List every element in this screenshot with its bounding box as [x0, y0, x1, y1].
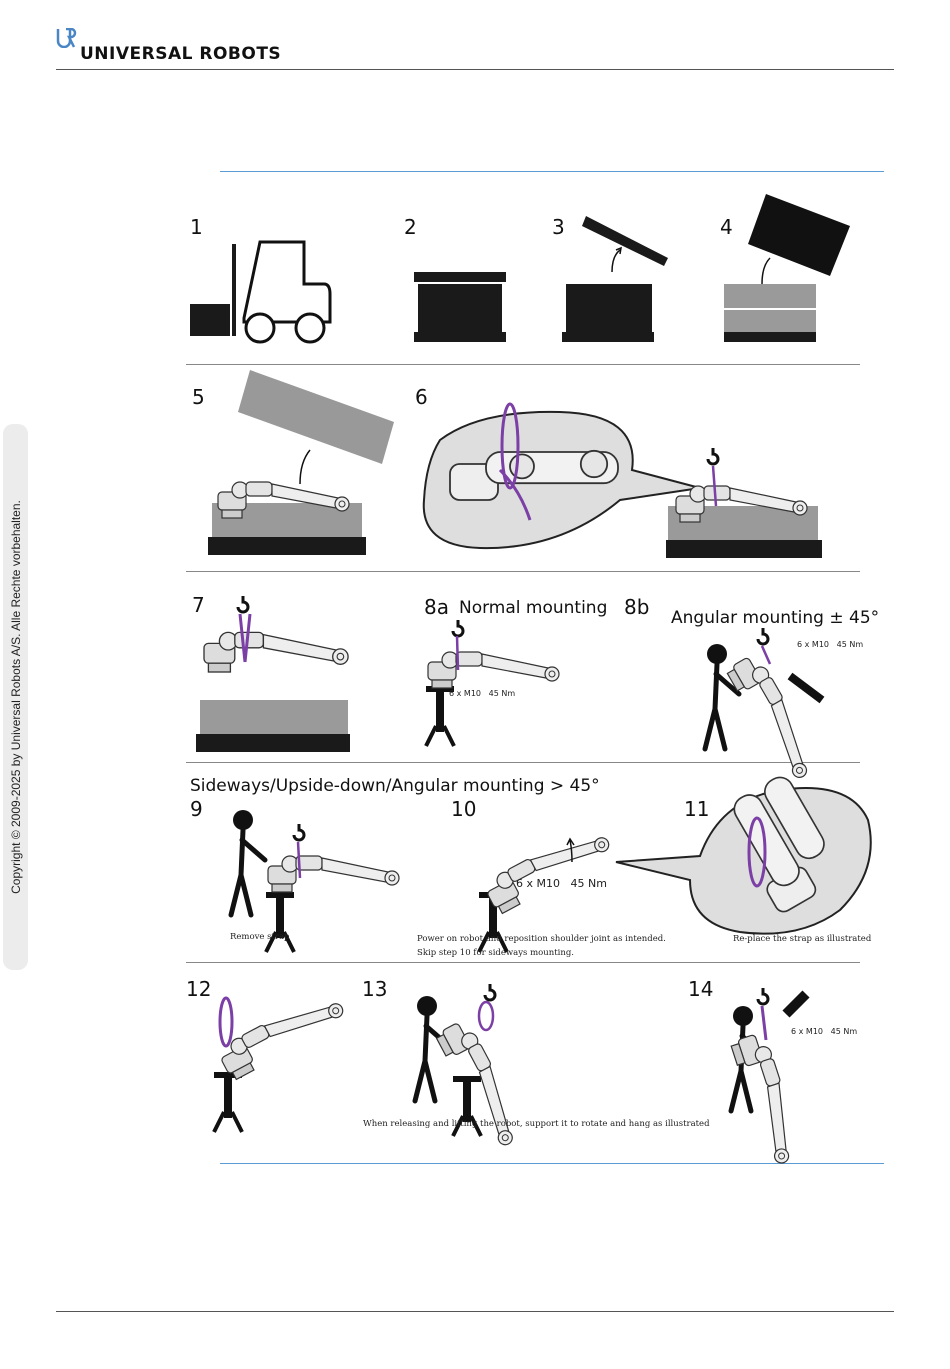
- replace-strap-caption: Re-place the strap as illustrated: [733, 934, 872, 944]
- step-5-number: 5: [192, 385, 205, 409]
- step-8a-number: 8a: [424, 595, 449, 619]
- brand-name: UNIVERSAL ROBOTS: [80, 44, 282, 64]
- step-14-number: 14: [688, 977, 714, 1001]
- torque-value: 45 Nm: [836, 640, 864, 649]
- bolt-spec-8a: 6 x M10 45 Nm: [449, 689, 515, 698]
- angular-mounting-caption: Angular mounting ± 45°: [671, 608, 880, 628]
- bolt-spec-8b: 6 x M10 45 Nm: [797, 640, 863, 649]
- power-on-caption: Power on robot and reposition shoulder j…: [417, 934, 666, 944]
- bolt-spec-10: 6 x M10 45 Nm: [516, 877, 607, 890]
- step-10-number: 10: [451, 797, 477, 821]
- row-divider: [186, 962, 860, 963]
- step-8b-number: 8b: [624, 595, 650, 619]
- figure-top-rule: [220, 171, 884, 172]
- normal-mounting-caption: Normal mounting: [459, 598, 608, 618]
- skip-step-caption: Skip step 10 for sideways mounting.: [417, 948, 574, 958]
- bolt-count: 6 x M10: [516, 877, 560, 890]
- step-6-number: 6: [415, 385, 428, 409]
- step-2-number: 2: [404, 215, 417, 239]
- bolt-spec-14: 6 x M10 45 Nm: [791, 1027, 857, 1036]
- remove-strap-caption: Remove strap: [230, 932, 290, 942]
- step-7-number: 7: [192, 593, 205, 617]
- step-11-number: 11: [684, 797, 710, 821]
- copyright-sidebar: [3, 424, 28, 970]
- row-divider: [186, 762, 860, 763]
- bolt-count: 6 x M10: [797, 640, 829, 649]
- step-9-number: 9: [190, 797, 203, 821]
- bolt-count: 6 x M10: [449, 689, 481, 698]
- step-3-number: 3: [552, 215, 565, 239]
- torque-value: 45 Nm: [488, 689, 516, 698]
- bolt-count: 6 x M10: [791, 1027, 823, 1036]
- step-4-number: 4: [720, 215, 733, 239]
- figure-bottom-rule: [220, 1163, 884, 1164]
- ur-logo-icon: [56, 28, 77, 48]
- footer-rule: [56, 1311, 894, 1312]
- torque-value: 45 Nm: [830, 1027, 858, 1036]
- row-divider: [186, 571, 860, 572]
- step-13-number: 13: [362, 977, 388, 1001]
- torque-value: 45 Nm: [570, 877, 607, 890]
- row-divider: [186, 364, 860, 365]
- step-12-number: 12: [186, 977, 212, 1001]
- header-rule: [56, 69, 894, 70]
- releasing-caption: When releasing and lifting the robot, su…: [363, 1119, 710, 1129]
- step-1-number: 1: [190, 215, 203, 239]
- sideways-mounting-caption: Sideways/Upside-down/Angular mounting > …: [190, 776, 600, 796]
